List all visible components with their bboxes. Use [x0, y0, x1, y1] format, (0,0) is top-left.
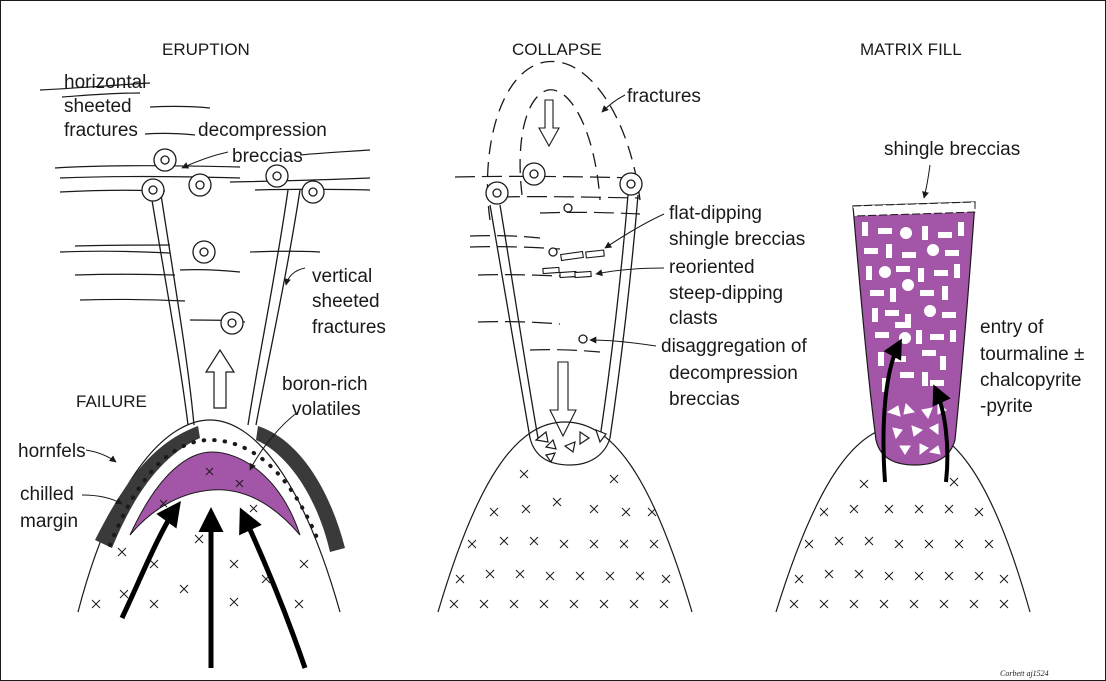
label-chilled: chilled: [20, 484, 74, 505]
panel-eruption: ERUPTION: [18, 40, 386, 668]
label-vertical-fractures: fractures: [312, 317, 386, 338]
label-entry-of: entry of: [980, 317, 1044, 338]
label-disaggregation: disaggregation of: [661, 336, 807, 357]
label-steep-dipping: steep-dipping: [669, 283, 783, 304]
label-collapse-fractures: fractures: [627, 86, 701, 107]
leader-reoriented: [596, 268, 664, 274]
collapse-crosses: [450, 470, 670, 608]
label-dis-breccias: breccias: [669, 389, 740, 410]
collapse-down-hollow-arrow: [550, 362, 576, 436]
label-dis-decompression: decompression: [669, 363, 798, 384]
panel-collapse: COLLAPSE: [438, 40, 807, 612]
leader-hornfels: [86, 450, 116, 462]
label-volatiles: volatiles: [292, 399, 361, 420]
label-breccias: breccias: [232, 146, 303, 167]
label-pyrite: -pyrite: [980, 396, 1033, 417]
label-clasts: clasts: [669, 308, 718, 329]
label-shingle-breccias: shingle breccias: [669, 229, 805, 250]
upward-hollow-arrow: [206, 350, 234, 408]
leader-vertical: [286, 268, 305, 285]
label-tourmaline: tourmaline ±: [980, 344, 1084, 365]
label-horizontal: horizontal: [64, 72, 146, 93]
leader-matrix-shingle: [924, 165, 930, 198]
label-reoriented: reoriented: [669, 257, 755, 278]
label-vertical: vertical: [312, 266, 372, 287]
title-collapse: COLLAPSE: [512, 40, 602, 59]
collapse-pipe-base: [530, 438, 610, 465]
credit-text: Corbett aj1524: [1000, 669, 1049, 678]
label-margin: margin: [20, 511, 78, 532]
label-matrix-shingle: shingle breccias: [884, 139, 1020, 160]
label-hornfels: hornfels: [18, 441, 86, 462]
label-flat-dipping: flat-dipping: [669, 203, 762, 224]
collapse-triangles: [536, 430, 606, 462]
intrusion-crosses: [92, 535, 308, 608]
label-failure: FAILURE: [76, 392, 147, 411]
matrix-crosses: [790, 478, 1008, 608]
label-vertical-sheeted: sheeted: [312, 291, 380, 312]
label-chalcopyrite: chalcopyrite: [980, 370, 1081, 391]
collapse-down-hollow-arrow-top: [539, 100, 559, 146]
title-eruption: ERUPTION: [162, 40, 250, 59]
label-sheeted: sheeted: [64, 96, 132, 117]
fluid-flow-arrows: [122, 505, 305, 668]
panel-matrix-fill: MATRIX FILL: [776, 40, 1084, 612]
collapse-horizontal-fractures: [455, 176, 640, 352]
title-matrix-fill: MATRIX FILL: [860, 40, 962, 59]
matrix-filled-pipe: [853, 202, 975, 465]
label-fractures: fractures: [64, 120, 138, 141]
label-decompression: decompression: [198, 120, 327, 141]
label-boron-rich: boron-rich: [282, 374, 368, 395]
collapse-dome: [438, 422, 692, 612]
